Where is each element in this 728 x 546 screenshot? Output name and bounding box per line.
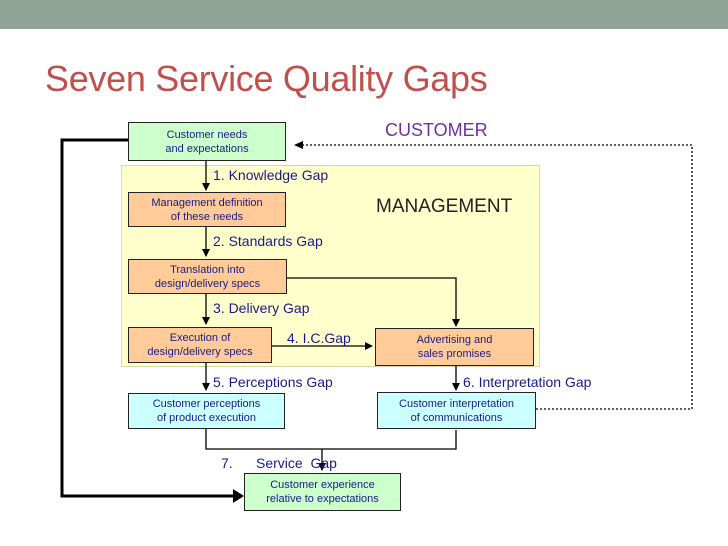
knowledge-gap-label: 1. Knowledge Gap [213, 167, 329, 183]
customer-label: CUSTOMER [385, 120, 488, 140]
customer-perceptions-box: Customer perceptions of product executio… [128, 393, 285, 429]
dotted-communication-loop [296, 144, 693, 410]
customer-experience-box: Customer experience relative to expectat… [244, 473, 401, 511]
service-gap-label: 7. Service Gap [221, 455, 337, 471]
customer-needs-box: Customer needs and expectations [128, 122, 286, 161]
feedback-loop [60, 138, 240, 498]
page-title: Seven Service Quality Gaps [45, 58, 488, 99]
execution-box: Execution of design/delivery specs [128, 327, 272, 363]
perceptions-gap-label: 5. Perceptions Gap [213, 374, 333, 390]
top-bar [0, 0, 728, 29]
management-definition-box: Management definition of these needs [128, 192, 286, 227]
interpretation-gap-label: 6. Interpretation Gap [463, 374, 592, 390]
standards-gap-label: 2. Standards Gap [213, 233, 323, 249]
merge-line [205, 429, 457, 450]
delivery-gap-label: 3. Delivery Gap [213, 300, 310, 316]
translation-box: Translation into design/delivery specs [128, 259, 287, 294]
ic-gap-label: 4. I.C.Gap [287, 330, 351, 346]
customer-interpretation-box: Customer interpretation of communication… [377, 392, 536, 429]
arrow-translation-to-advertising [287, 277, 460, 327]
advertising-box: Advertising and sales promises [375, 328, 534, 366]
management-label: MANAGEMENT [376, 196, 513, 217]
